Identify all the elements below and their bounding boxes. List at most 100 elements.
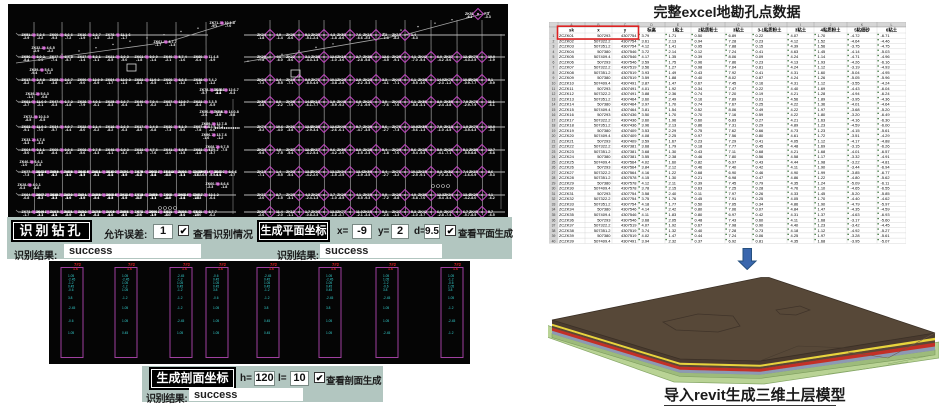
- svg-text:1.24: 1.24: [817, 180, 826, 185]
- svg-text:-4.2: -4.2: [331, 151, 337, 155]
- svg-text:ZK78: ZK78: [469, 100, 478, 104]
- svg-text:ZK29: ZK29: [337, 193, 346, 197]
- svg-text:-1.5: -1.5: [331, 173, 337, 177]
- svg-text:ZCZK08: ZCZK08: [559, 70, 575, 75]
- svg-text:-1.2: -1.2: [177, 288, 183, 292]
- svg-text:ZK81-6: ZK81-6: [200, 170, 212, 174]
- svg-text:-3.7: -3.7: [209, 151, 215, 155]
- svg-text:0.23: 0.23: [755, 59, 764, 64]
- svg-text:-0.8: -0.8: [35, 163, 41, 167]
- svg-text:ZCZK05: ZCZK05: [559, 54, 575, 59]
- svg-text:12.6-7: 12.6-7: [229, 88, 239, 92]
- svg-text:1.89: 1.89: [817, 96, 826, 101]
- svg-text:-3.3: -3.3: [37, 141, 43, 145]
- svg-text:ZK98: ZK98: [286, 100, 295, 104]
- svg-text:1.32: 1.32: [669, 228, 678, 233]
- svg-text:1.30: 1.30: [669, 175, 678, 180]
- svg-text:ZK22: ZK22: [286, 55, 295, 59]
- svg-text:8.0-2: 8.0-2: [37, 55, 45, 59]
- svg-text:3.4: 3.4: [276, 78, 281, 82]
- svg-text:ZK39-2: ZK39-2: [26, 92, 38, 96]
- svg-text:1.28: 1.28: [817, 91, 826, 96]
- svg-text:-3.5: -3.5: [364, 173, 370, 177]
- svg-text:-6.9: -6.9: [121, 196, 127, 200]
- svg-text:-5.1: -5.1: [306, 36, 312, 40]
- svg-text:-8.4: -8.4: [195, 103, 201, 107]
- svg-text:-3.1: -3.1: [419, 103, 425, 107]
- svg-text:0.82: 0.82: [695, 159, 704, 164]
- svg-text:-1.8: -1.8: [331, 36, 337, 40]
- svg-text:-4.45: -4.45: [880, 223, 890, 228]
- svg-text:-5.7: -5.7: [65, 58, 71, 62]
- svg-text:6.92: 6.92: [728, 238, 737, 243]
- svg-text:13.3: 13.3: [305, 170, 312, 174]
- svg-text:ZK65: ZK65: [418, 170, 427, 174]
- svg-text:1.60: 1.60: [817, 70, 826, 75]
- svg-text:-5.97: -5.97: [880, 201, 890, 206]
- svg-text:7.06: 7.06: [728, 207, 737, 212]
- svg-text:ZCZK28: ZCZK28: [559, 175, 575, 180]
- svg-text:0.45: 0.45: [264, 319, 270, 323]
- svg-text:10.9: 10.9: [463, 78, 470, 82]
- svg-text:1.97: 1.97: [817, 107, 826, 112]
- svg-text:507380: 507380: [597, 128, 611, 133]
- svg-text:7.9: 7.9: [437, 125, 442, 129]
- svg-text:-1.8: -1.8: [193, 196, 199, 200]
- svg-text:3粘土: 3粘土: [733, 26, 745, 33]
- svg-text:ZK18-8: ZK18-8: [135, 193, 147, 197]
- svg-text:-5.8: -5.8: [364, 58, 370, 62]
- svg-text:-9.9: -9.9: [136, 151, 142, 155]
- svg-text:-2.0: -2.0: [258, 196, 264, 200]
- svg-text:507322.2: 507322.2: [594, 170, 611, 175]
- svg-text:1.96: 1.96: [669, 117, 678, 122]
- svg-text:-9.7: -9.7: [121, 213, 127, 217]
- svg-text:23: 23: [552, 150, 556, 154]
- svg-text:7.1-5: 7.1-5: [215, 110, 223, 114]
- svg-text:7.9-1: 7.9-1: [135, 210, 143, 214]
- svg-text:-8.3: -8.3: [107, 103, 113, 107]
- svg-text:ZCZK16: ZCZK16: [559, 112, 575, 117]
- svg-text:7.28: 7.28: [728, 228, 737, 233]
- svg-text:0.50: 0.50: [695, 33, 704, 38]
- svg-text:4307754: 4307754: [621, 44, 637, 49]
- svg-text:5.6: 5.6: [382, 125, 387, 129]
- svg-text:-9.4: -9.4: [31, 71, 37, 75]
- svg-text:-4.64: -4.64: [850, 38, 860, 43]
- svg-text:-2.0: -2.0: [179, 213, 185, 217]
- svg-text:B: B: [597, 23, 600, 27]
- svg-text:4307546: 4307546: [621, 212, 637, 217]
- svg-text:ZK55-7: ZK55-7: [120, 210, 132, 214]
- svg-text:ZK60-6: ZK60-6: [106, 210, 118, 214]
- svg-text:507409.4: 507409.4: [594, 80, 611, 85]
- svg-text:1.6: 1.6: [388, 267, 393, 271]
- svg-text:-6.3: -6.3: [136, 173, 142, 177]
- svg-text:-3.1: -3.1: [287, 196, 293, 200]
- svg-text:4.86: 4.86: [790, 201, 799, 206]
- svg-text:7#2: 7#2: [270, 262, 278, 267]
- svg-text:4.21: 4.21: [790, 117, 799, 122]
- svg-text:ZCZK30: ZCZK30: [559, 186, 575, 191]
- svg-text:3.8: 3.8: [448, 288, 453, 292]
- svg-text:507293: 507293: [597, 86, 611, 91]
- svg-text:13.4: 13.4: [356, 170, 363, 174]
- svg-text:7.9: 7.9: [463, 100, 468, 104]
- svg-text:4.1: 4.1: [411, 55, 416, 59]
- svg-text:3-1粘质粉土: 3-1粘质粉土: [758, 26, 782, 33]
- svg-text:507322.2: 507322.2: [594, 196, 611, 201]
- svg-text:-4.81: -4.81: [880, 159, 890, 164]
- svg-text:ZCZK17: ZCZK17: [559, 117, 575, 122]
- svg-text:4307464: 4307464: [621, 102, 637, 107]
- svg-text:ZK51-2: ZK51-2: [22, 33, 34, 37]
- svg-text:6.6-1: 6.6-1: [35, 160, 43, 164]
- svg-text:4.1: 4.1: [488, 193, 493, 197]
- svg-text:10.6: 10.6: [276, 125, 283, 129]
- svg-text:-9.1: -9.1: [393, 58, 399, 62]
- svg-text:4.90: 4.90: [790, 170, 799, 175]
- svg-text:0.79: 0.79: [755, 180, 764, 185]
- svg-text:ZK17-1: ZK17-1: [22, 78, 34, 82]
- svg-text:4307464: 4307464: [621, 96, 637, 101]
- svg-text:11.1-6: 11.1-6: [215, 88, 225, 92]
- svg-text:4307519: 4307519: [621, 233, 637, 238]
- svg-text:ZK35: ZK35: [418, 148, 427, 152]
- svg-text:507380: 507380: [597, 49, 611, 54]
